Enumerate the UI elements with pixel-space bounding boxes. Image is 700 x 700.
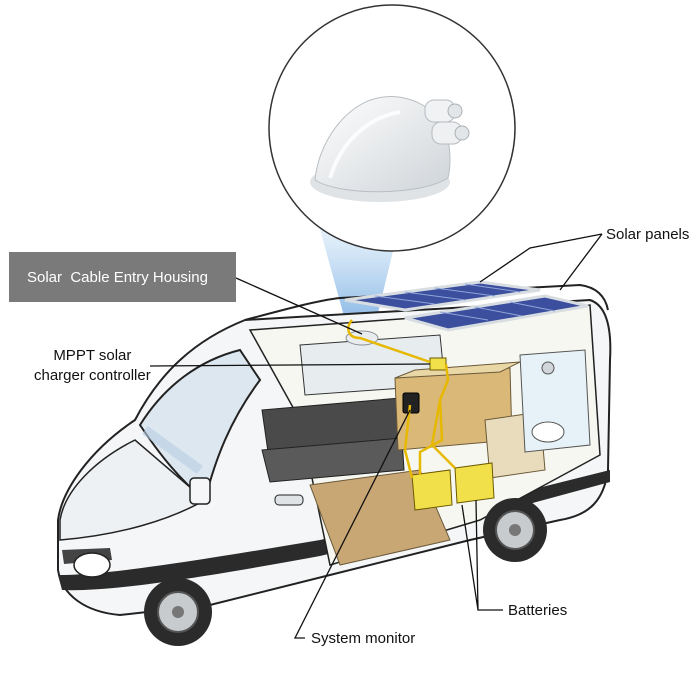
leader-solar-panels — [479, 233, 603, 291]
cable-entry-housing-product — [310, 96, 470, 202]
leader-batteries — [461, 499, 503, 611]
mppt-label-line-2: charger controller — [34, 367, 151, 384]
system-monitor-unit — [402, 392, 420, 414]
rear-wheel — [483, 498, 547, 562]
batteries-label: Batteries — [508, 602, 568, 619]
cable-wiring — [347, 319, 456, 479]
housing-label: Solar Cable Entry Housing — [27, 268, 208, 286]
leader-system-monitor — [293, 409, 411, 639]
battery-left — [411, 469, 453, 511]
leader-lines — [149, 233, 603, 639]
mppt-label-line-1: MPPT solar — [53, 347, 132, 364]
mppt-controller-label: MPPT solar charger controller — [34, 346, 151, 386]
mppt-controller-unit — [429, 357, 447, 371]
batteries-group — [411, 462, 495, 511]
solar-panels-label: Solar panels — [606, 226, 690, 243]
leader-mppt — [149, 363, 431, 367]
van-interior-cutaway — [248, 304, 601, 566]
housing-label-box: Solar Cable Entry Housing — [9, 252, 236, 302]
solar-panels — [344, 280, 589, 332]
magnifier-circle — [268, 4, 516, 252]
leader-housing — [235, 277, 363, 335]
system-monitor-label: System monitor — [311, 630, 416, 647]
battery-right — [454, 462, 495, 504]
front-wheel — [144, 578, 212, 646]
solar-panel-rear — [404, 294, 589, 332]
